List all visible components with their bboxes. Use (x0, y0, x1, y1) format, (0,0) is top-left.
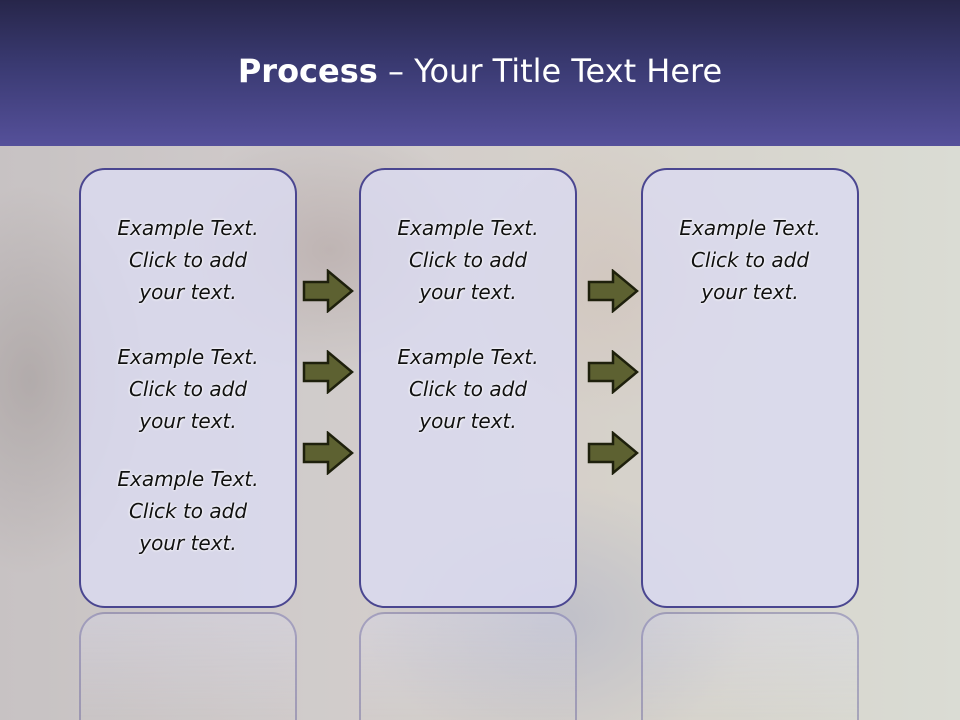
process-panel-1[interactable]: Example Text. Click to add your text. Ex… (79, 168, 297, 608)
text-line: Example Text. (397, 216, 539, 240)
text-line: Example Text. (117, 345, 259, 369)
right-arrow-icon[interactable] (587, 269, 639, 313)
text-line: your text. (419, 409, 517, 433)
right-arrow-icon[interactable] (302, 431, 354, 475)
text-block[interactable]: Example Text. Click to add your text. (81, 212, 295, 308)
text-line: your text. (139, 409, 237, 433)
text-line: Click to add (128, 248, 248, 272)
text-line: Example Text. (679, 216, 821, 240)
text-line: your text. (701, 280, 799, 304)
right-arrow-icon[interactable] (302, 269, 354, 313)
text-line: your text. (139, 280, 237, 304)
slide-title[interactable]: Process – Your Title Text Here (0, 52, 960, 90)
text-block[interactable]: Example Text. Click to add your text. (643, 212, 857, 308)
process-panel-2[interactable]: Example Text. Click to add your text. Ex… (359, 168, 577, 608)
text-block[interactable]: Example Text. Click to add your text. (361, 212, 575, 308)
panel-reflection (359, 612, 577, 720)
title-bar: Process – Your Title Text Here (0, 0, 960, 146)
panel-reflection (641, 612, 859, 720)
title-rest: – Your Title Text Here (377, 52, 723, 90)
text-line: Click to add (128, 499, 248, 523)
text-block[interactable]: Example Text. Click to add your text. (361, 341, 575, 437)
process-panel-3[interactable]: Example Text. Click to add your text. (641, 168, 859, 608)
right-arrow-icon[interactable] (302, 350, 354, 394)
text-line: Example Text. (397, 345, 539, 369)
text-line: Click to add (128, 377, 248, 401)
text-line: Click to add (408, 377, 528, 401)
text-line: Click to add (408, 248, 528, 272)
text-block[interactable]: Example Text. Click to add your text. (81, 341, 295, 437)
text-line: Click to add (690, 248, 810, 272)
text-line: Example Text. (117, 467, 259, 491)
text-line: your text. (419, 280, 517, 304)
title-bold: Process (237, 52, 378, 90)
right-arrow-icon[interactable] (587, 431, 639, 475)
text-line: your text. (139, 531, 237, 555)
text-line: Example Text. (117, 216, 259, 240)
text-block[interactable]: Example Text. Click to add your text. (81, 463, 295, 559)
panel-reflection (79, 612, 297, 720)
right-arrow-icon[interactable] (587, 350, 639, 394)
